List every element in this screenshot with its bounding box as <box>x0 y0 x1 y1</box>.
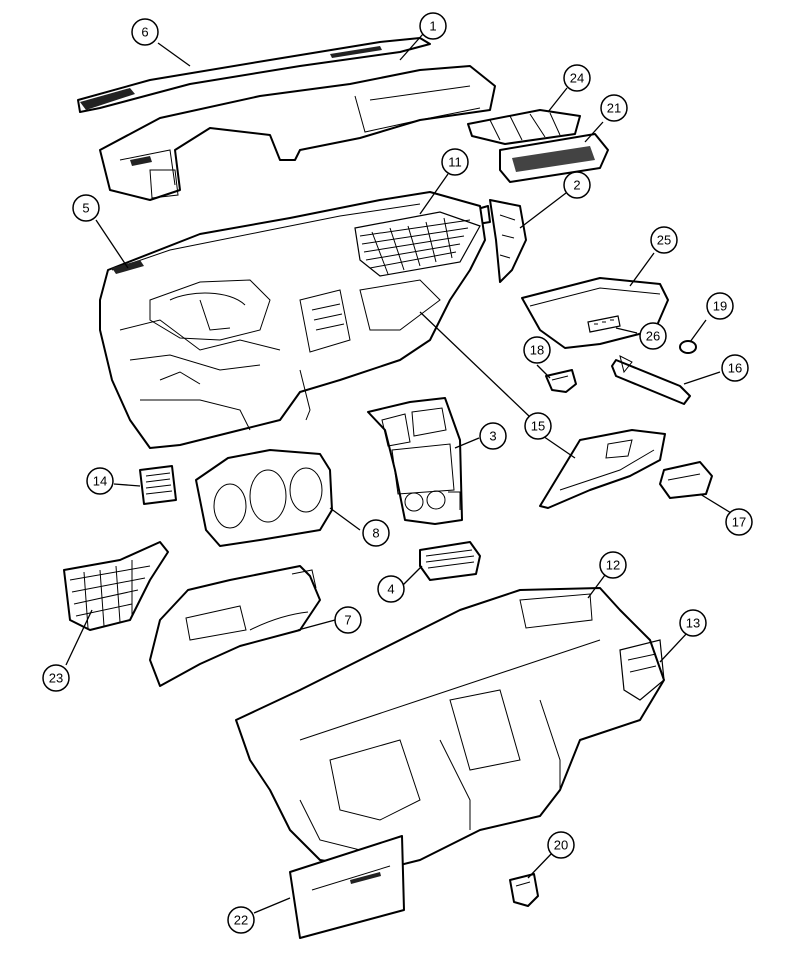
part-23-knee-panel <box>63 541 169 631</box>
callout-label-15: 15 <box>531 419 545 434</box>
callout-11: 11 <box>441 148 469 176</box>
part-15-glovebox-door <box>539 429 666 509</box>
part-8-cluster-bezel <box>195 449 333 547</box>
callout-21: 21 <box>600 94 628 122</box>
part-22-lower-panel <box>289 835 405 939</box>
callout-24: 24 <box>563 64 591 92</box>
callout-label-1: 1 <box>429 19 436 34</box>
leader-lines <box>65 33 737 914</box>
callout-label-21: 21 <box>607 101 621 116</box>
callout-25: 25 <box>650 226 678 254</box>
callout-19: 19 <box>706 292 734 320</box>
callout-label-7: 7 <box>344 613 351 628</box>
callout-14: 14 <box>86 467 114 495</box>
part-17-switch <box>659 461 713 499</box>
callout-17: 17 <box>725 508 753 536</box>
callout-label-18: 18 <box>530 343 544 358</box>
callout-20: 20 <box>547 831 575 859</box>
callout-label-12: 12 <box>606 558 620 573</box>
callout-23: 23 <box>42 664 70 692</box>
callout-label-23: 23 <box>49 671 63 686</box>
callout-2: 2 <box>563 171 591 199</box>
callout-label-5: 5 <box>82 201 89 216</box>
part-3-radio-bezel <box>367 397 463 525</box>
callout-3: 3 <box>479 422 507 450</box>
part-4-center-vent <box>419 541 481 581</box>
part-21-vent-grille <box>499 133 609 183</box>
callout-label-25: 25 <box>657 233 671 248</box>
callout-4: 4 <box>377 575 405 603</box>
part-14-vent <box>139 465 177 505</box>
callout-label-17: 17 <box>732 515 746 530</box>
callout-label-22: 22 <box>234 913 248 928</box>
callout-8: 8 <box>362 519 390 547</box>
callout-label-19: 19 <box>713 299 727 314</box>
callout-label-13: 13 <box>686 616 700 631</box>
part-20-clip <box>509 873 539 907</box>
part-upper-dash-panel <box>99 65 496 201</box>
part-top-cover-strip <box>77 37 431 113</box>
callout-label-24: 24 <box>570 71 584 86</box>
callout-15: 15 <box>524 412 552 440</box>
callout-26: 26 <box>639 322 667 350</box>
callout-label-16: 16 <box>728 361 742 376</box>
callout-label-4: 4 <box>387 582 394 597</box>
part-24-panel <box>467 109 581 145</box>
callout-label-14: 14 <box>93 474 107 489</box>
callout-label-20: 20 <box>554 838 568 853</box>
callout-1: 1 <box>419 12 447 40</box>
callout-18: 18 <box>523 336 551 364</box>
callout-16: 16 <box>721 354 749 382</box>
part-19-knob <box>679 340 697 354</box>
callout-label-3: 3 <box>489 429 496 444</box>
callout-7: 7 <box>334 606 362 634</box>
callout-label-6: 6 <box>141 25 148 40</box>
callout-label-8: 8 <box>372 526 379 541</box>
part-7-lower-bezel <box>149 565 321 687</box>
callout-22: 22 <box>227 906 255 934</box>
callouts: 6 1 24 21 11 2 5 25 19 26 18 16 15 3 14 … <box>42 12 753 934</box>
callout-12: 12 <box>599 551 627 579</box>
part-18-latch <box>545 369 577 393</box>
callout-6: 6 <box>131 18 159 46</box>
callout-13: 13 <box>679 609 707 637</box>
callout-5: 5 <box>72 194 100 222</box>
callout-label-11: 11 <box>448 155 462 170</box>
callout-label-2: 2 <box>573 178 580 193</box>
part-16-damper <box>611 355 691 405</box>
callout-label-26: 26 <box>646 329 660 344</box>
